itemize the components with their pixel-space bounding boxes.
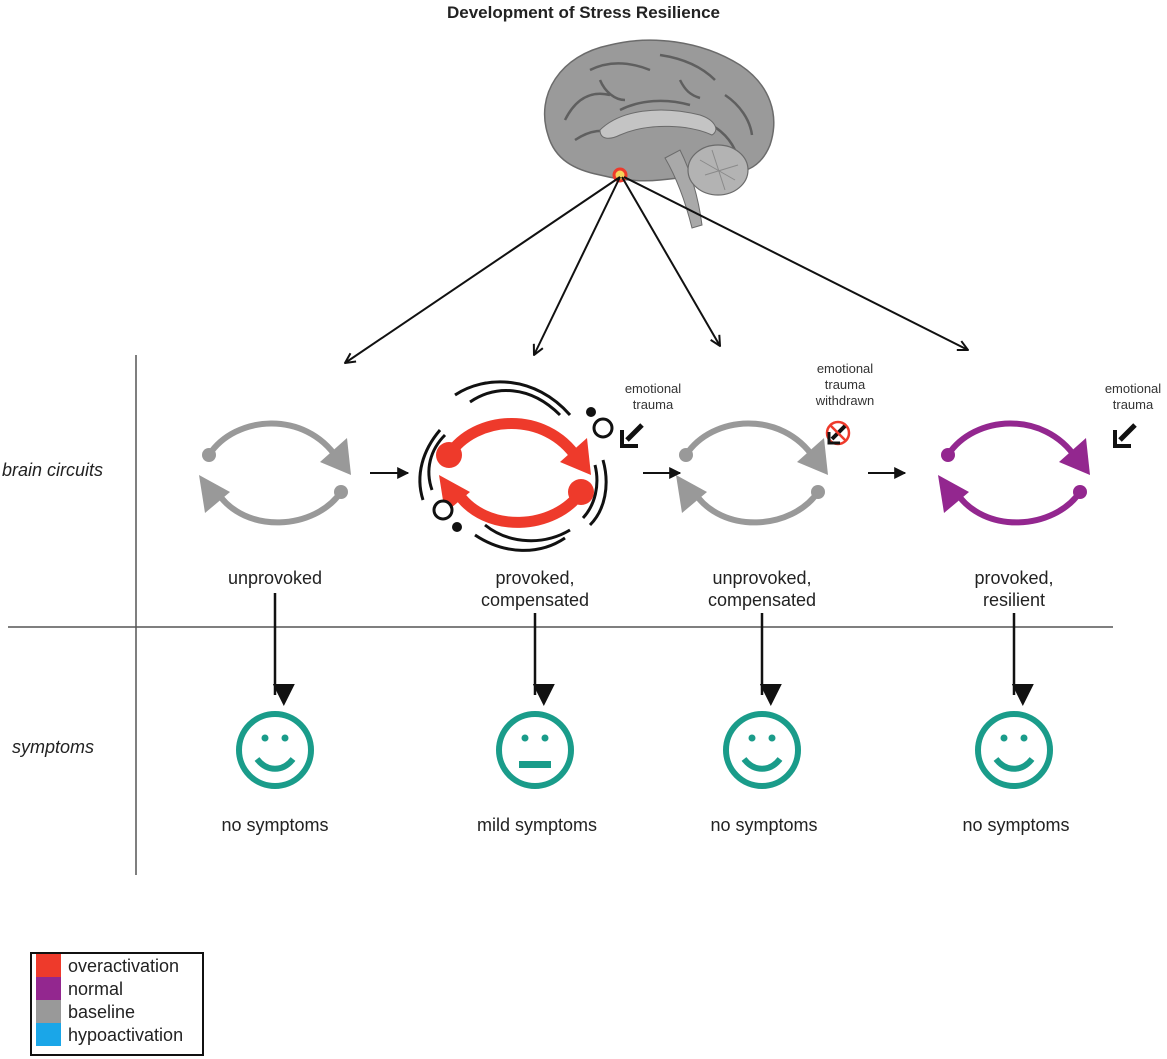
- legend-item-normal: normal: [32, 977, 202, 1000]
- state-label-1: unprovoked: [175, 567, 375, 589]
- state-label-2: provoked, compensated: [435, 567, 635, 611]
- circuit-arrowhead-left: [199, 475, 230, 513]
- circuit-top-arc: [444, 418, 582, 462]
- circuit-arrowhead-right: [1059, 438, 1090, 475]
- circuit-node-left: [679, 448, 693, 462]
- circuit-4: [938, 420, 1090, 526]
- circuit-arrowhead-left: [938, 475, 969, 513]
- neutral-face-icon-2: [496, 711, 574, 789]
- symptom-arrows: [272, 593, 1034, 706]
- state-label-3: unprovoked, compensated: [662, 567, 862, 611]
- legend-item-baseline: baseline: [32, 1000, 202, 1023]
- circuit-2: [418, 380, 614, 552]
- trauma-label-stage2-line2: trauma: [632, 397, 674, 412]
- projection-arrow-3: [621, 176, 720, 346]
- legend-swatch-normal: [36, 977, 61, 1000]
- legend-label-normal: normal: [68, 978, 124, 999]
- legend-label-overactivation: overactivation: [68, 955, 180, 976]
- circuit-arrowhead-right: [560, 438, 591, 475]
- trauma-label-stage4-line1: emotional: [1104, 381, 1162, 396]
- circuit-top-arc: [683, 420, 817, 460]
- brain-illustration: [543, 39, 775, 229]
- circuit-node-right: [1073, 485, 1087, 499]
- trauma-label-stage2-line1: emotional: [624, 381, 682, 396]
- state-label-2-line2: compensated: [480, 590, 590, 610]
- trauma-label-stage4-line2: trauma: [1112, 397, 1154, 412]
- stress-dot-icon: [586, 407, 596, 417]
- circuit-bottom-arc: [214, 490, 344, 526]
- state-label-3-line2: compensated: [707, 590, 817, 610]
- legend-swatch-overactivation: [36, 954, 61, 977]
- legend-item-hypoactivation: hypoactivation: [32, 1023, 202, 1046]
- circuit-node-left: [436, 442, 462, 468]
- smiley-face-icon-1: [236, 711, 314, 789]
- circuit-top-arc: [206, 420, 340, 460]
- state-label-2-line1: provoked,: [495, 568, 575, 588]
- circuit-bottom-arc: [691, 490, 821, 526]
- brain-gyri: [563, 53, 754, 151]
- trauma-arrow-icon-stage4: [1113, 423, 1137, 448]
- state-label-4-line1: provoked,: [974, 568, 1054, 588]
- projection-arrow-4: [623, 176, 968, 350]
- circuit-node-right: [334, 485, 348, 499]
- projection-arrow-1: [345, 176, 621, 363]
- trauma-label-stage2: emotional trauma: [608, 381, 698, 413]
- corpus-callosum: [599, 109, 717, 139]
- circuit-bottom-arc: [452, 488, 586, 528]
- circuit-top-arc: [945, 420, 1079, 460]
- trauma-withdrawn-icon-stage3: [825, 420, 851, 446]
- circuit-1: [199, 420, 351, 526]
- state-label-4-line2: resilient: [982, 590, 1046, 610]
- state-label-4: provoked, resilient: [914, 567, 1114, 611]
- circuit-node-left: [941, 448, 955, 462]
- legend-label-hypoactivation: hypoactivation: [68, 1024, 184, 1045]
- legend-label-baseline: baseline: [68, 1001, 136, 1022]
- circuit-arrowhead-left: [676, 475, 707, 513]
- symptom-label-3: no symptoms: [710, 815, 818, 835]
- circuit-node-left: [202, 448, 216, 462]
- legend: overactivation normal baseline hypoactiv…: [30, 952, 204, 1056]
- diagram-title: Development of Stress Resilience: [446, 3, 721, 22]
- symptom-label-1: no symptoms: [221, 815, 329, 835]
- state-label-3-line1: unprovoked,: [712, 568, 812, 588]
- state-label-1-line1: unprovoked: [227, 568, 323, 588]
- smiley-face-icon-3: [723, 711, 801, 789]
- trauma-label-stage3-line1: emotional: [816, 361, 874, 376]
- trauma-label-stage3: emotional trauma withdrawn: [800, 361, 890, 409]
- circuit-3: [676, 420, 828, 526]
- circuit-node-right: [568, 479, 594, 505]
- trauma-label-stage4: emotional trauma: [1088, 381, 1167, 413]
- trauma-arrows: [620, 420, 1137, 448]
- stress-dot-icon: [452, 522, 462, 532]
- trauma-label-stage3-line2: trauma: [824, 377, 866, 392]
- symptom-label-4: no symptoms: [962, 815, 1070, 835]
- row-label-brain-circuits: brain circuits: [2, 460, 104, 480]
- stress-cloud-icon: [592, 417, 614, 439]
- trauma-label-stage3-line3: withdrawn: [815, 393, 875, 408]
- legend-swatch-hypoactivation: [36, 1023, 61, 1046]
- legend-swatch-baseline: [36, 1000, 61, 1023]
- row-label-symptoms: symptoms: [12, 737, 95, 757]
- legend-item-overactivation: overactivation: [32, 954, 202, 977]
- stress-cloud-icon: [432, 499, 454, 521]
- compensatory-arrows: [418, 380, 608, 552]
- trauma-arrow-icon-stage2: [620, 423, 644, 448]
- smiley-face-icon-4: [975, 711, 1053, 789]
- circuit-node-right: [811, 485, 825, 499]
- projection-arrow-2: [534, 176, 621, 355]
- circuit-arrowhead-right: [320, 438, 351, 475]
- brain-projection-arrows: [345, 176, 968, 363]
- circuit-arrowhead-right: [797, 438, 828, 475]
- circuit-bottom-arc: [953, 490, 1083, 526]
- symptom-label-2: mild symptoms: [476, 815, 597, 835]
